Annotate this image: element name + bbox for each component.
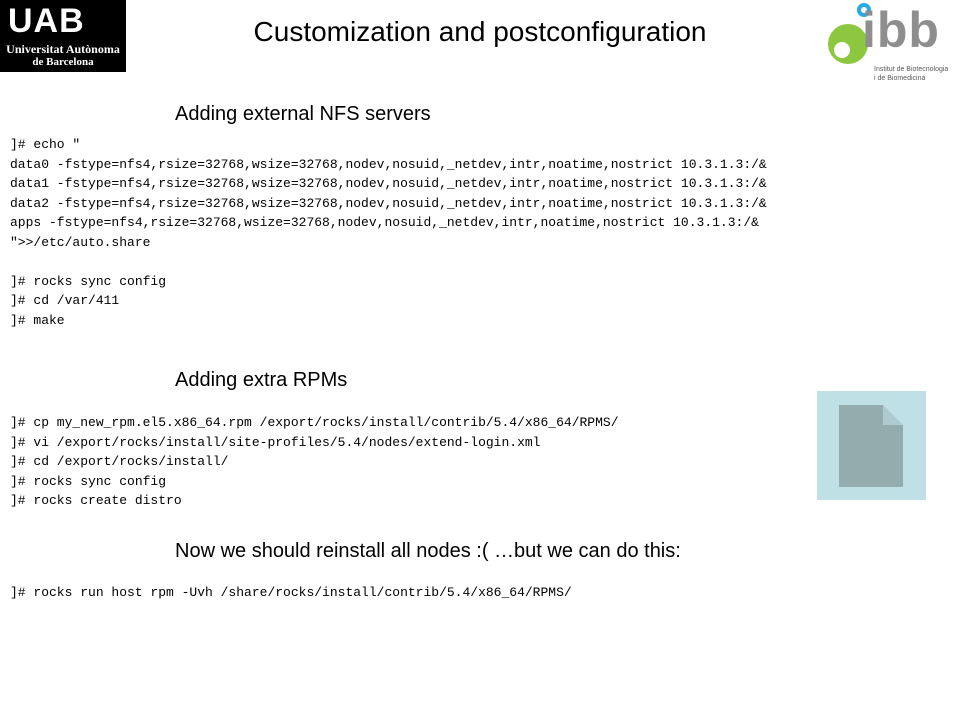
code-line: ]# cd /var/411	[10, 293, 120, 308]
ibb-logo: ibb Institut de Biotecnologia i de Biome…	[822, 0, 960, 86]
uab-logo-line2: de Barcelona	[32, 56, 94, 68]
code-block-reinstall: ]# rocks run host rpm -Uvh /share/rocks/…	[10, 583, 572, 603]
code-line: ]# make	[10, 312, 65, 328]
ibb-logo-line2: i de Biomedicina	[874, 75, 926, 82]
code-line	[10, 252, 767, 272]
code-line: data0 -fstype=nfs4,rsize=32768,wsize=327…	[10, 156, 767, 172]
code-line: ]# rocks create distro	[10, 493, 182, 508]
section-heading-nfs: Adding external NFS servers	[175, 103, 431, 125]
uab-logo-line1: Universitat Autònoma	[6, 42, 120, 56]
ibb-logo-line1: Institut de Biotecnologia	[874, 66, 949, 73]
code-line: ]# cd /export/rocks/install/	[10, 454, 229, 469]
section-heading-reinstall: Now we should reinstall all nodes :( …bu…	[175, 540, 681, 562]
file-icon-box	[817, 391, 926, 500]
code-block-rpms: ]# cp my_new_rpm.el5.x86_64.rpm /export/…	[10, 413, 619, 511]
code-line: ]# rocks sync config	[10, 473, 167, 489]
code-line: ]# cp my_new_rpm.el5.x86_64.rpm /export/…	[10, 415, 619, 430]
uab-logo: UAB Universitat Autònoma de Barcelona	[0, 0, 126, 72]
code-line: ]# vi /export/rocks/install/site-profile…	[10, 434, 541, 450]
uab-logo-mark: UAB	[8, 2, 85, 40]
slide-title: Customization and postconfiguration	[253, 16, 707, 47]
code-block-nfs: ]# echo " data0 -fstype=nfs4,rsize=32768,…	[10, 135, 767, 330]
code-line: ]# echo "	[10, 137, 81, 152]
ibb-logo-symbol-icon	[828, 3, 871, 64]
code-line: ]# rocks run host rpm -Uvh /share/rocks/…	[10, 585, 572, 600]
code-line: ]# rocks sync config	[10, 273, 167, 289]
code-line: data1 -fstype=nfs4,rsize=32768,wsize=327…	[10, 176, 767, 191]
code-line: apps -fstype=nfs4,rsize=32768,wsize=3276…	[10, 215, 759, 230]
section-heading-rpms: Adding extra RPMs	[175, 369, 348, 391]
document-icon	[839, 405, 903, 487]
ibb-logo-mark: ibb	[862, 2, 940, 58]
code-line: ">>/etc/auto.share	[10, 234, 151, 250]
code-line: data2 -fstype=nfs4,rsize=32768,wsize=327…	[10, 195, 767, 211]
